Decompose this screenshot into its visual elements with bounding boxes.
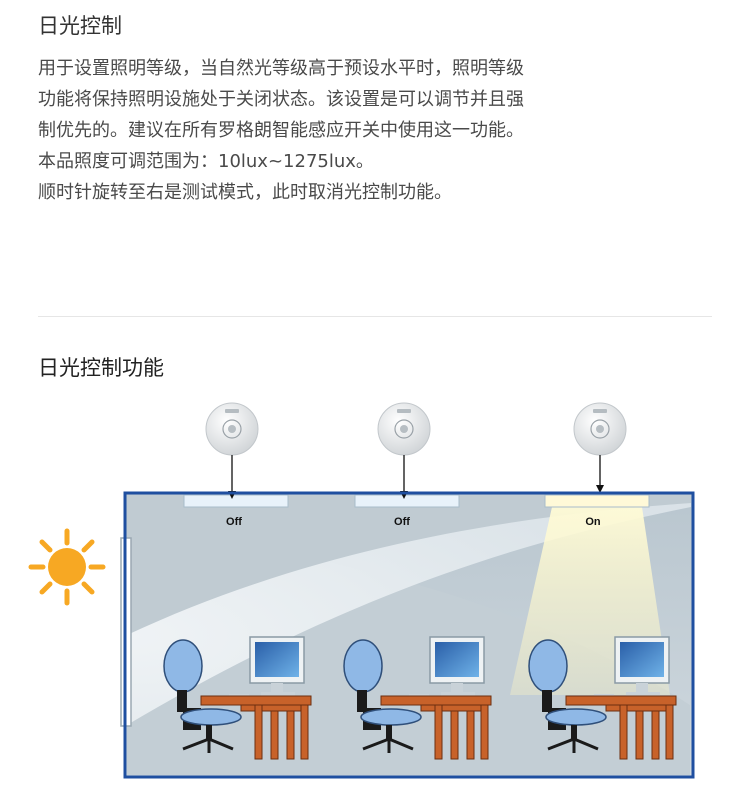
- description-line: 功能将保持照明设施处于关闭状态。该设置是可以调节并且强: [38, 89, 524, 110]
- diagram-title: 日光控制功能: [38, 356, 164, 380]
- light-fixture: [354, 494, 460, 508]
- lamp-state-label: Off: [394, 516, 410, 528]
- divider: [38, 316, 712, 317]
- description-line: 制优先的。建议在所有罗格朗智能感应开关中使用这一功能。: [38, 120, 524, 141]
- sun-icon: [28, 528, 106, 606]
- lamp-state-label: On: [585, 516, 601, 528]
- ceiling-sensor-icon: [377, 402, 431, 456]
- section-title: 日光控制: [38, 14, 122, 38]
- ceiling-sensor-icon: [573, 402, 627, 456]
- ceiling-sensor-icon: [205, 402, 259, 456]
- light-fixture: [183, 494, 289, 508]
- light-fixture: [544, 494, 650, 508]
- description-line: 顺时针旋转至右是测试模式，此时取消光控制功能。: [38, 182, 452, 203]
- daylight-control-illustration: Off Off On: [0, 395, 750, 804]
- description: 用于设置照明等级，当自然光等级高于预设水平时，照明等级 功能将保持照明设施处于关…: [38, 53, 718, 208]
- lamp-state-label: Off: [226, 516, 242, 528]
- description-line: 用于设置照明等级，当自然光等级高于预设水平时，照明等级: [38, 58, 524, 79]
- description-line: 本品照度可调范围为：10lux~1275lux。: [38, 151, 374, 172]
